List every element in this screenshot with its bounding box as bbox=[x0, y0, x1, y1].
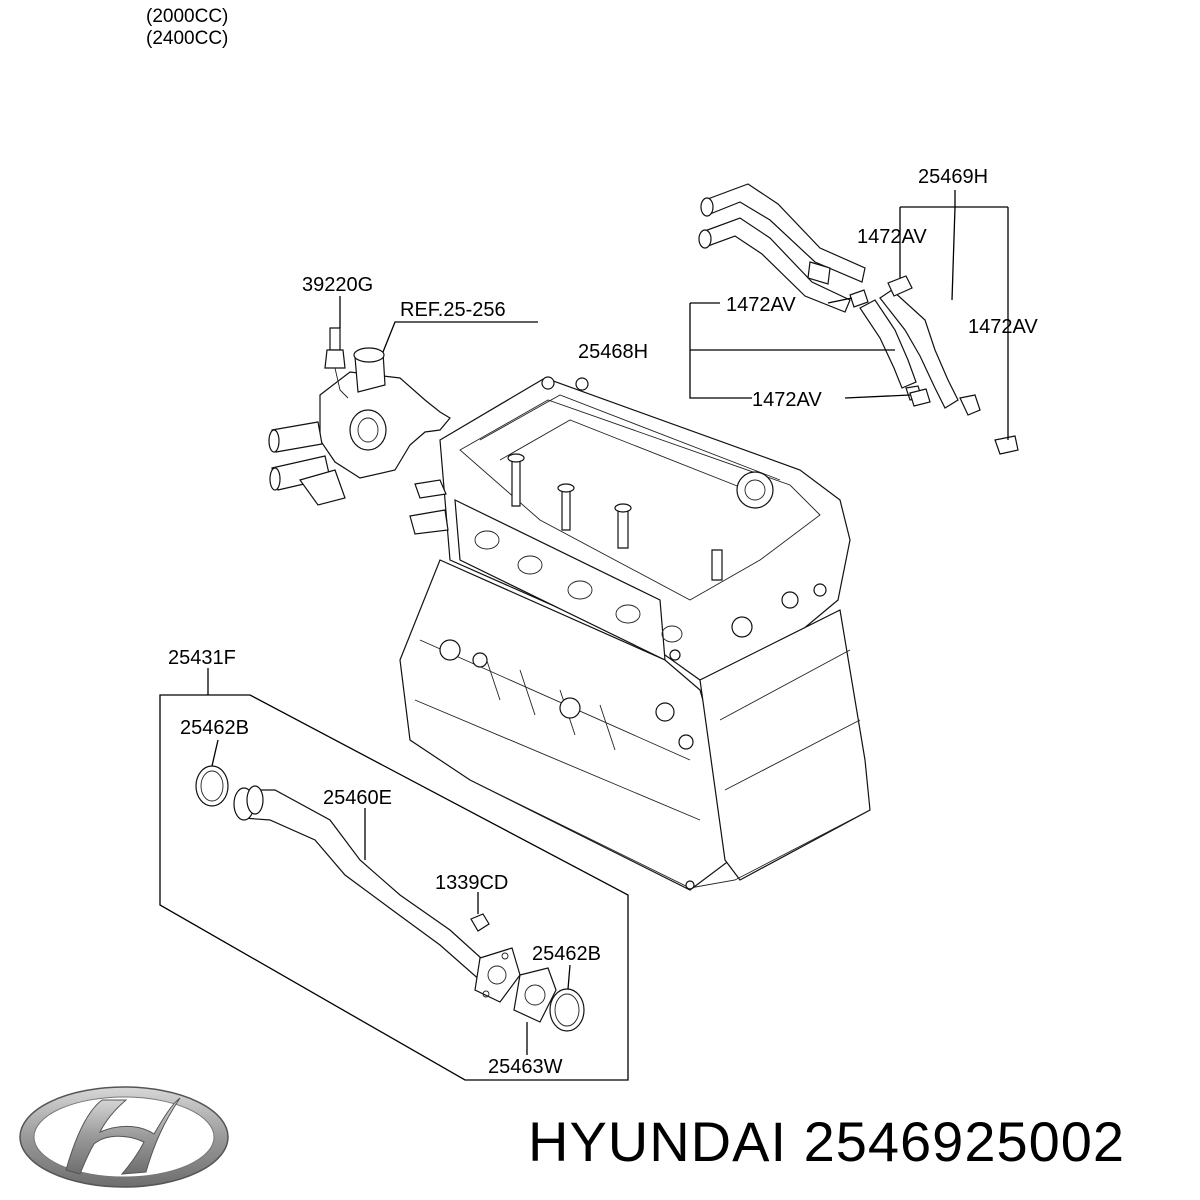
engine-variant-2400: (2400CC) bbox=[146, 28, 229, 49]
hose-clamp-drawings bbox=[849, 275, 1019, 455]
callout-25463W: 25463W bbox=[488, 1056, 563, 1078]
callout-1472AV-c: 1472AV bbox=[968, 316, 1038, 338]
callout-39220G: 39220G bbox=[302, 274, 373, 296]
callout-1472AV-a: 1472AV bbox=[857, 226, 927, 248]
brand-part-number-caption: HYUNDAI 2546925002 bbox=[528, 1110, 1125, 1174]
callout-25431F: 25431F bbox=[168, 647, 236, 669]
part-number: 2546925002 bbox=[803, 1110, 1126, 1173]
callout-ref-25-256: REF.25-256 bbox=[400, 299, 506, 321]
callout-25460E: 25460E bbox=[323, 787, 392, 809]
callout-25462B-lower: 25462B bbox=[532, 943, 601, 965]
callout-1472AV-d: 1472AV bbox=[752, 389, 822, 411]
callout-25462B-upper: 25462B bbox=[180, 717, 249, 739]
leader-lines bbox=[159, 190, 1009, 1081]
engine-variant-2000: (2000CC) bbox=[146, 6, 229, 27]
brand-name: HYUNDAI bbox=[528, 1110, 788, 1173]
callout-25469H: 25469H bbox=[918, 166, 988, 188]
engine-variant-header: (2000CC) (2400CC) bbox=[146, 6, 228, 50]
callout-1472AV-b: 1472AV bbox=[726, 294, 796, 316]
water-pipe-drawing bbox=[195, 765, 585, 1032]
engine-block-drawing bbox=[399, 376, 871, 891]
callout-1339CD: 1339CD bbox=[435, 872, 508, 894]
hyundai-logo-icon bbox=[19, 1086, 229, 1188]
heater-hose-upper-drawing bbox=[698, 183, 981, 416]
water-outlet-housing-drawing bbox=[268, 327, 451, 506]
callout-25468H: 25468H bbox=[578, 341, 648, 363]
